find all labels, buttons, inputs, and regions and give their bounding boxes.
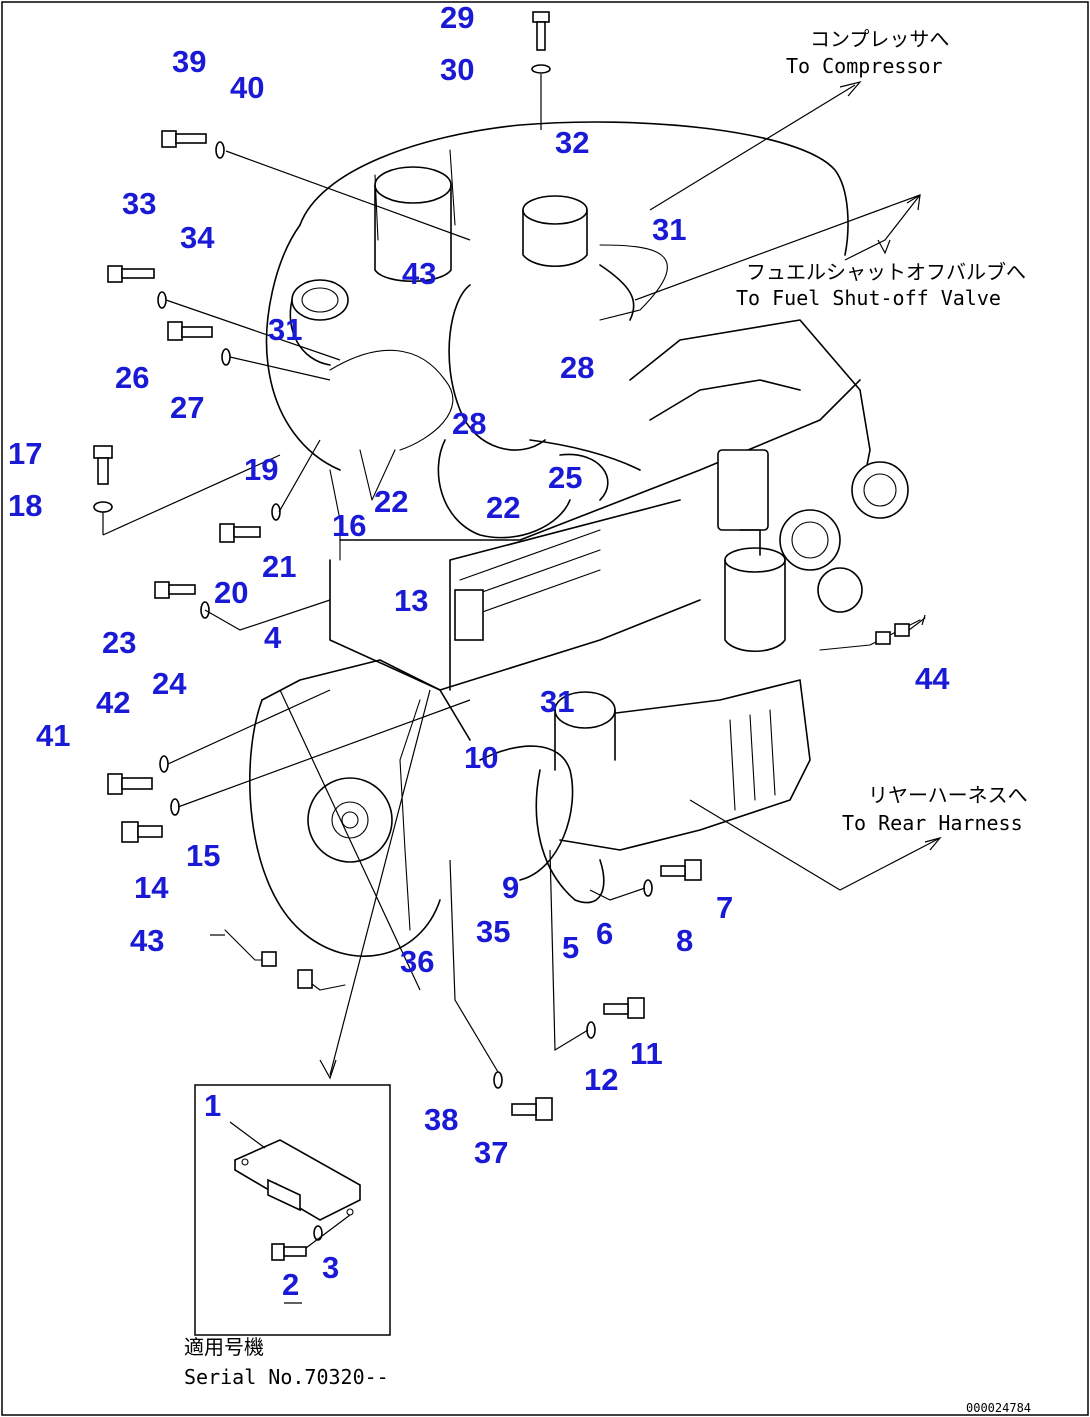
bolt-7-icon xyxy=(660,859,702,881)
bolt-23-icon xyxy=(154,581,196,599)
callout-1: 1 xyxy=(204,1088,221,1123)
serial-inset: 1 3 2 適用号機 Serial No.70320-- xyxy=(184,1084,391,1389)
inset-serial-jp: 適用号機 xyxy=(184,1335,264,1359)
callout-22-left: 22 xyxy=(374,484,408,519)
callout-32: 32 xyxy=(555,125,589,160)
drawing-number: 000024784 xyxy=(966,1401,1031,1415)
callout-2: 2 xyxy=(282,1267,299,1302)
callout-15: 15 xyxy=(186,838,220,873)
callout-39: 39 xyxy=(172,44,206,79)
callout-16: 16 xyxy=(332,508,366,543)
bolt-39-icon xyxy=(161,130,207,148)
callout-18: 18 xyxy=(8,488,42,523)
callout-42: 42 xyxy=(96,685,130,720)
callout-36: 36 xyxy=(400,944,434,979)
callout-9: 9 xyxy=(502,870,519,905)
engine-illustration xyxy=(224,121,926,991)
callout-20: 20 xyxy=(214,575,248,610)
bolt-37-icon xyxy=(511,1097,553,1121)
bolt-11-icon xyxy=(603,997,645,1019)
callout-21: 21 xyxy=(262,549,296,584)
callout-26: 26 xyxy=(115,360,149,395)
inset-serial-en: Serial No.70320-- xyxy=(184,1365,389,1389)
washer-3-icon xyxy=(313,1225,323,1241)
callout-numbers: 29 30 39 40 32 33 31 34 43 31 28 26 27 2… xyxy=(8,0,950,1170)
bolt-29-icon xyxy=(532,11,550,51)
callout-30: 30 xyxy=(440,52,474,87)
callout-10: 10 xyxy=(464,740,498,775)
callout-35: 35 xyxy=(476,914,510,949)
note-compressor-en: To Compressor xyxy=(786,54,943,78)
callout-31-top: 31 xyxy=(652,212,686,247)
bolt-20-icon xyxy=(219,523,261,543)
callout-27: 27 xyxy=(170,390,204,425)
callout-40: 40 xyxy=(230,70,264,105)
callout-23: 23 xyxy=(102,625,136,660)
callout-12: 12 xyxy=(584,1062,618,1097)
washer-12-icon xyxy=(586,1021,596,1039)
washer-40-icon xyxy=(215,141,225,159)
bolt-41-icon xyxy=(107,773,153,795)
callout-29: 29 xyxy=(440,0,474,35)
callout-3: 3 xyxy=(322,1250,339,1285)
note-rear-jp: リヤーハーネスへ xyxy=(868,783,1028,807)
callout-41: 41 xyxy=(36,718,70,753)
callout-43-top: 43 xyxy=(402,256,436,291)
callout-19: 19 xyxy=(244,452,278,487)
bolt-17-icon xyxy=(93,445,113,485)
washer-30-icon xyxy=(531,64,551,74)
callout-14: 14 xyxy=(134,870,169,905)
callout-38: 38 xyxy=(424,1102,458,1137)
callout-7: 7 xyxy=(716,890,733,925)
note-fuel-jp: フュエルシャットオフバルブへ xyxy=(746,260,1026,284)
callout-34: 34 xyxy=(180,220,215,255)
callout-28-upper: 28 xyxy=(560,350,594,385)
bolt-14-icon xyxy=(121,821,163,843)
washer-38-icon xyxy=(493,1071,503,1089)
callout-8: 8 xyxy=(676,923,693,958)
callout-44: 44 xyxy=(915,661,950,696)
callout-25: 25 xyxy=(548,460,582,495)
bracket-1-icon xyxy=(234,1139,361,1221)
callout-17: 17 xyxy=(8,436,42,471)
callout-13: 13 xyxy=(394,583,428,618)
callout-31-left: 31 xyxy=(268,312,302,347)
callout-28-lower: 28 xyxy=(452,406,486,441)
bolt-26-icon xyxy=(167,321,213,341)
inset-box xyxy=(194,1084,391,1336)
washer-34-icon xyxy=(157,291,167,309)
destination-notes: コンプレッサへ To Compressor フュエルシャットオフバルブへ To … xyxy=(736,27,1028,835)
washer-42-icon xyxy=(159,755,169,773)
note-compressor-jp: コンプレッサへ xyxy=(810,27,949,51)
callout-4: 4 xyxy=(264,620,282,655)
callout-33: 33 xyxy=(122,186,156,221)
washer-18-icon xyxy=(93,501,113,513)
leader-lines xyxy=(102,74,942,1080)
callout-37: 37 xyxy=(474,1135,508,1170)
note-fuel-en: To Fuel Shut-off Valve xyxy=(736,286,1001,310)
washer-27-icon xyxy=(221,348,231,366)
bolt-33-icon xyxy=(107,265,155,283)
washer-15-icon xyxy=(170,798,180,816)
callout-5: 5 xyxy=(562,930,579,965)
callout-6: 6 xyxy=(596,916,613,951)
fasteners xyxy=(93,11,702,1121)
callout-24: 24 xyxy=(152,666,187,701)
note-rear-en: To Rear Harness xyxy=(842,811,1023,835)
bolt-2-icon xyxy=(271,1243,307,1261)
callout-11: 11 xyxy=(630,1036,663,1071)
callout-31-lower: 31 xyxy=(540,684,574,719)
callout-43-bottom: 43 xyxy=(130,923,164,958)
washer-8-icon xyxy=(643,879,653,897)
washer-21-icon xyxy=(271,503,281,521)
callout-22-right: 22 xyxy=(486,490,520,525)
